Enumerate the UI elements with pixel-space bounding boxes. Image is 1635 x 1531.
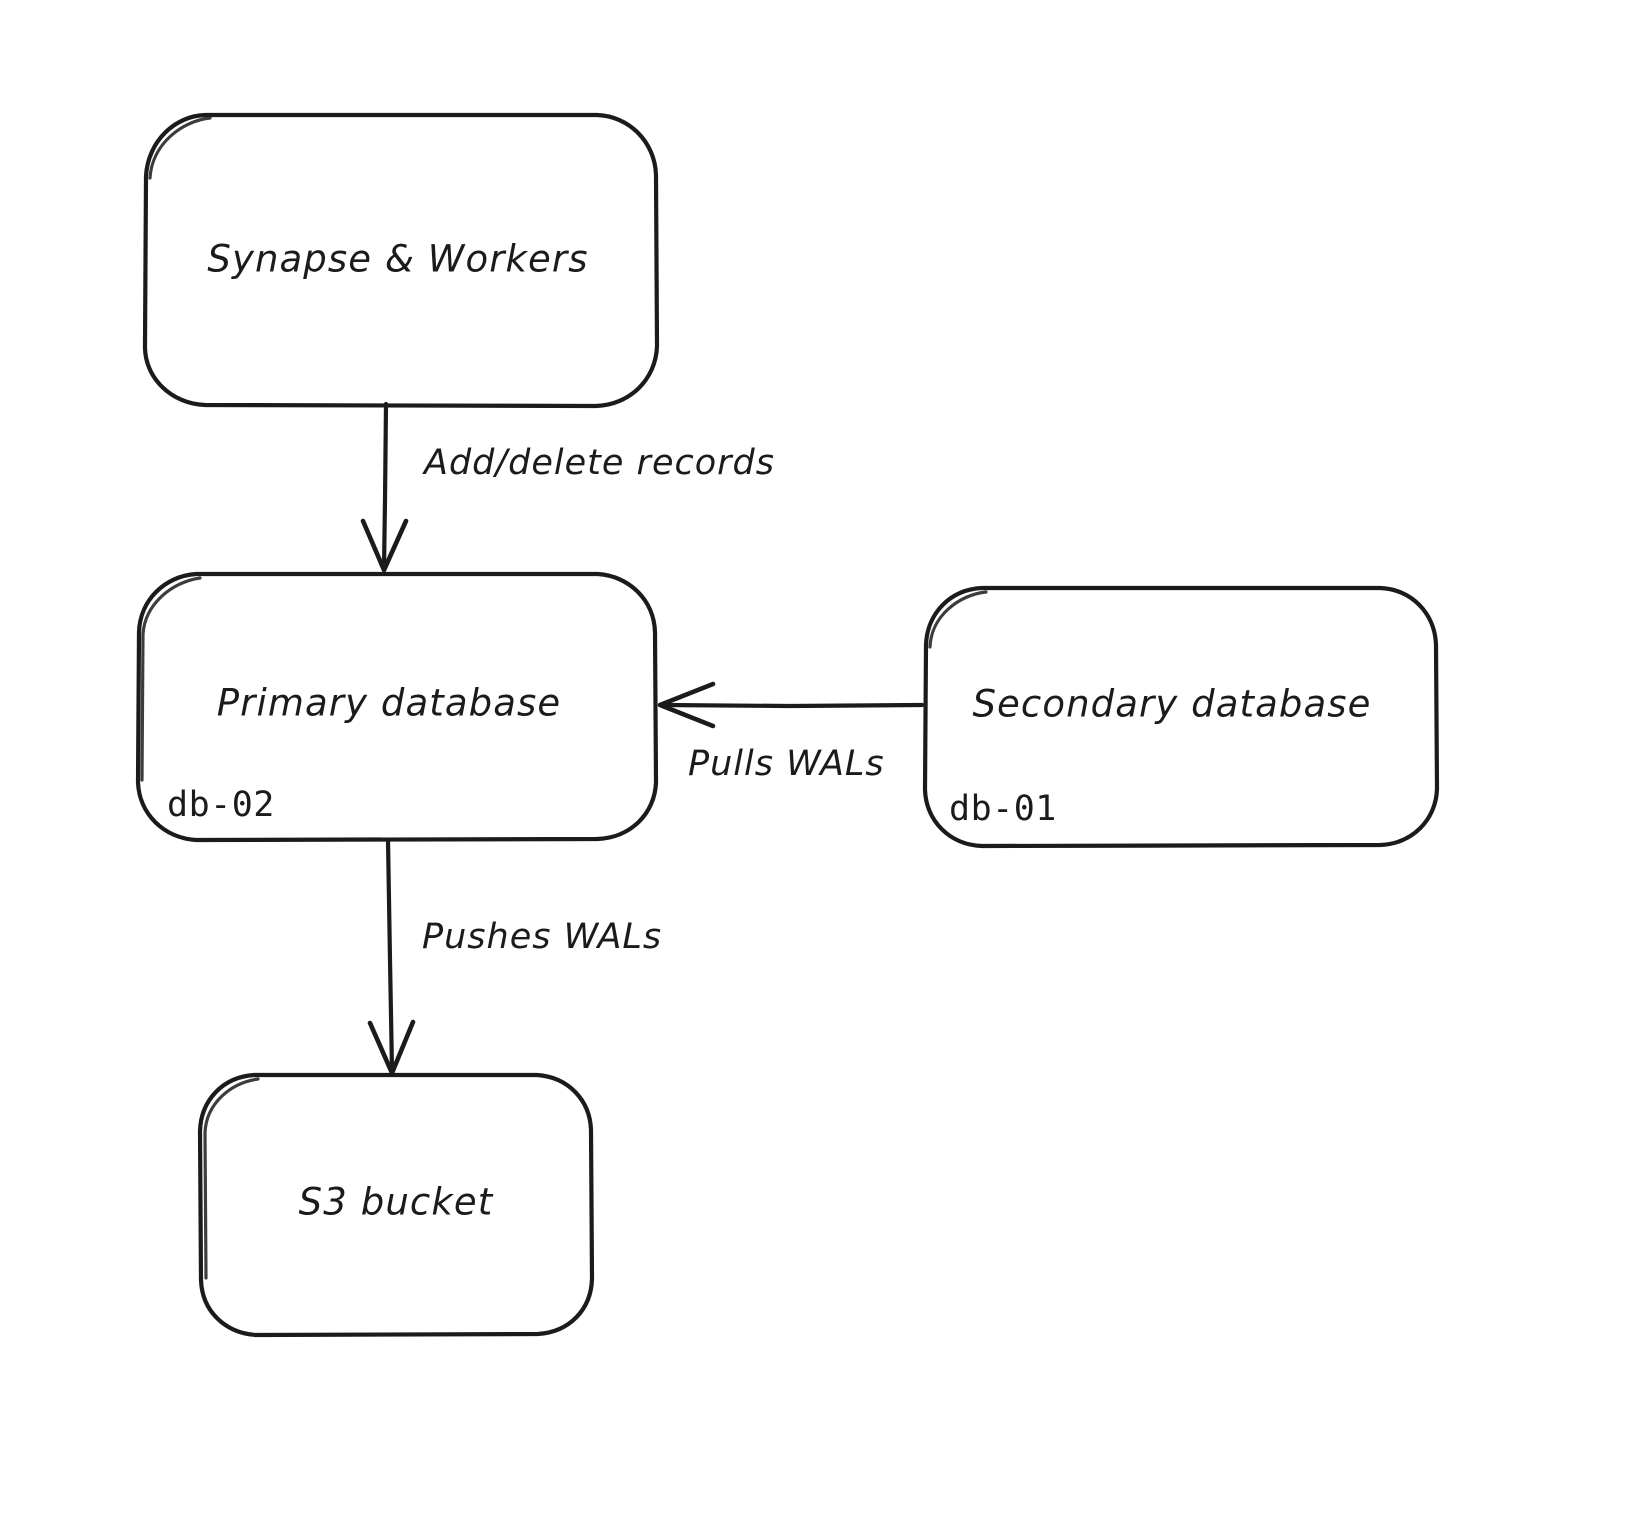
edge-label-add-delete-records: Add/delete records <box>422 443 775 483</box>
node-secondary-sublabel: db-01 <box>949 789 1057 829</box>
node-synapse-and-workers[interactable]: Synapse & Workers <box>142 112 660 409</box>
node-secondary-label: Secondary database <box>972 683 1371 726</box>
node-secondary-database[interactable]: Secondary database db-01 <box>922 585 1440 849</box>
edge-label-pulls-wals: Pulls WALs <box>688 744 885 784</box>
node-s3-label: S3 bucket <box>299 1181 494 1224</box>
edge-primary-to-s3: Pushes WALs <box>367 837 662 1076</box>
node-primary-database[interactable]: Primary database db-02 <box>135 571 659 843</box>
node-primary-label: Primary database <box>217 682 562 725</box>
node-s3-bucket[interactable]: S3 bucket <box>197 1072 595 1338</box>
node-synapse-label: Synapse & Workers <box>207 238 588 281</box>
edge-secondary-to-primary: Pulls WALs <box>657 681 925 784</box>
edge-label-pushes-wals: Pushes WALs <box>422 917 662 957</box>
edge-synapse-to-primary: Add/delete records <box>360 401 775 573</box>
node-primary-sublabel: db-02 <box>167 785 275 825</box>
